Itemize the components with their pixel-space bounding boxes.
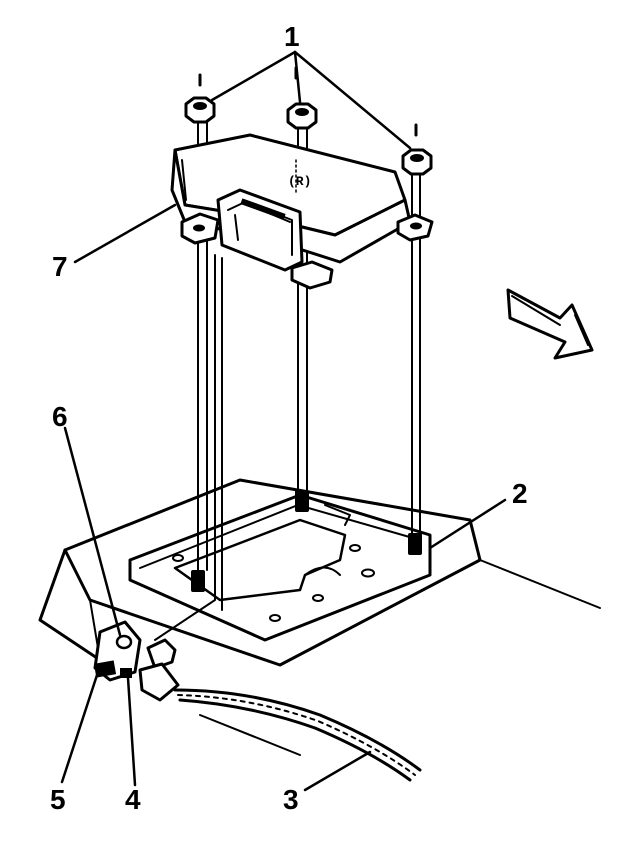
mounting-studs — [191, 490, 422, 592]
leader-lines — [60, 50, 507, 792]
mounting-nuts — [184, 96, 433, 176]
callout-6: 6 — [52, 401, 68, 432]
module-marking: (R) — [288, 174, 311, 189]
nut-center — [286, 102, 318, 130]
callout-7: 7 — [52, 251, 68, 282]
sensing-module: (R) — [170, 133, 434, 290]
floor-mounting-bracket — [38, 478, 601, 756]
wiring-harness-connector — [93, 620, 422, 782]
callout-5: 5 — [50, 784, 66, 815]
callout-labels: 1 2 3 4 5 6 7 — [50, 21, 528, 815]
nut-right — [401, 148, 433, 176]
callout-3: 3 — [283, 784, 299, 815]
front-direction-arrow — [506, 288, 594, 360]
callout-4: 4 — [125, 784, 141, 815]
nut-left — [184, 96, 216, 124]
callout-1: 1 — [284, 21, 300, 52]
callout-2: 2 — [512, 478, 528, 509]
